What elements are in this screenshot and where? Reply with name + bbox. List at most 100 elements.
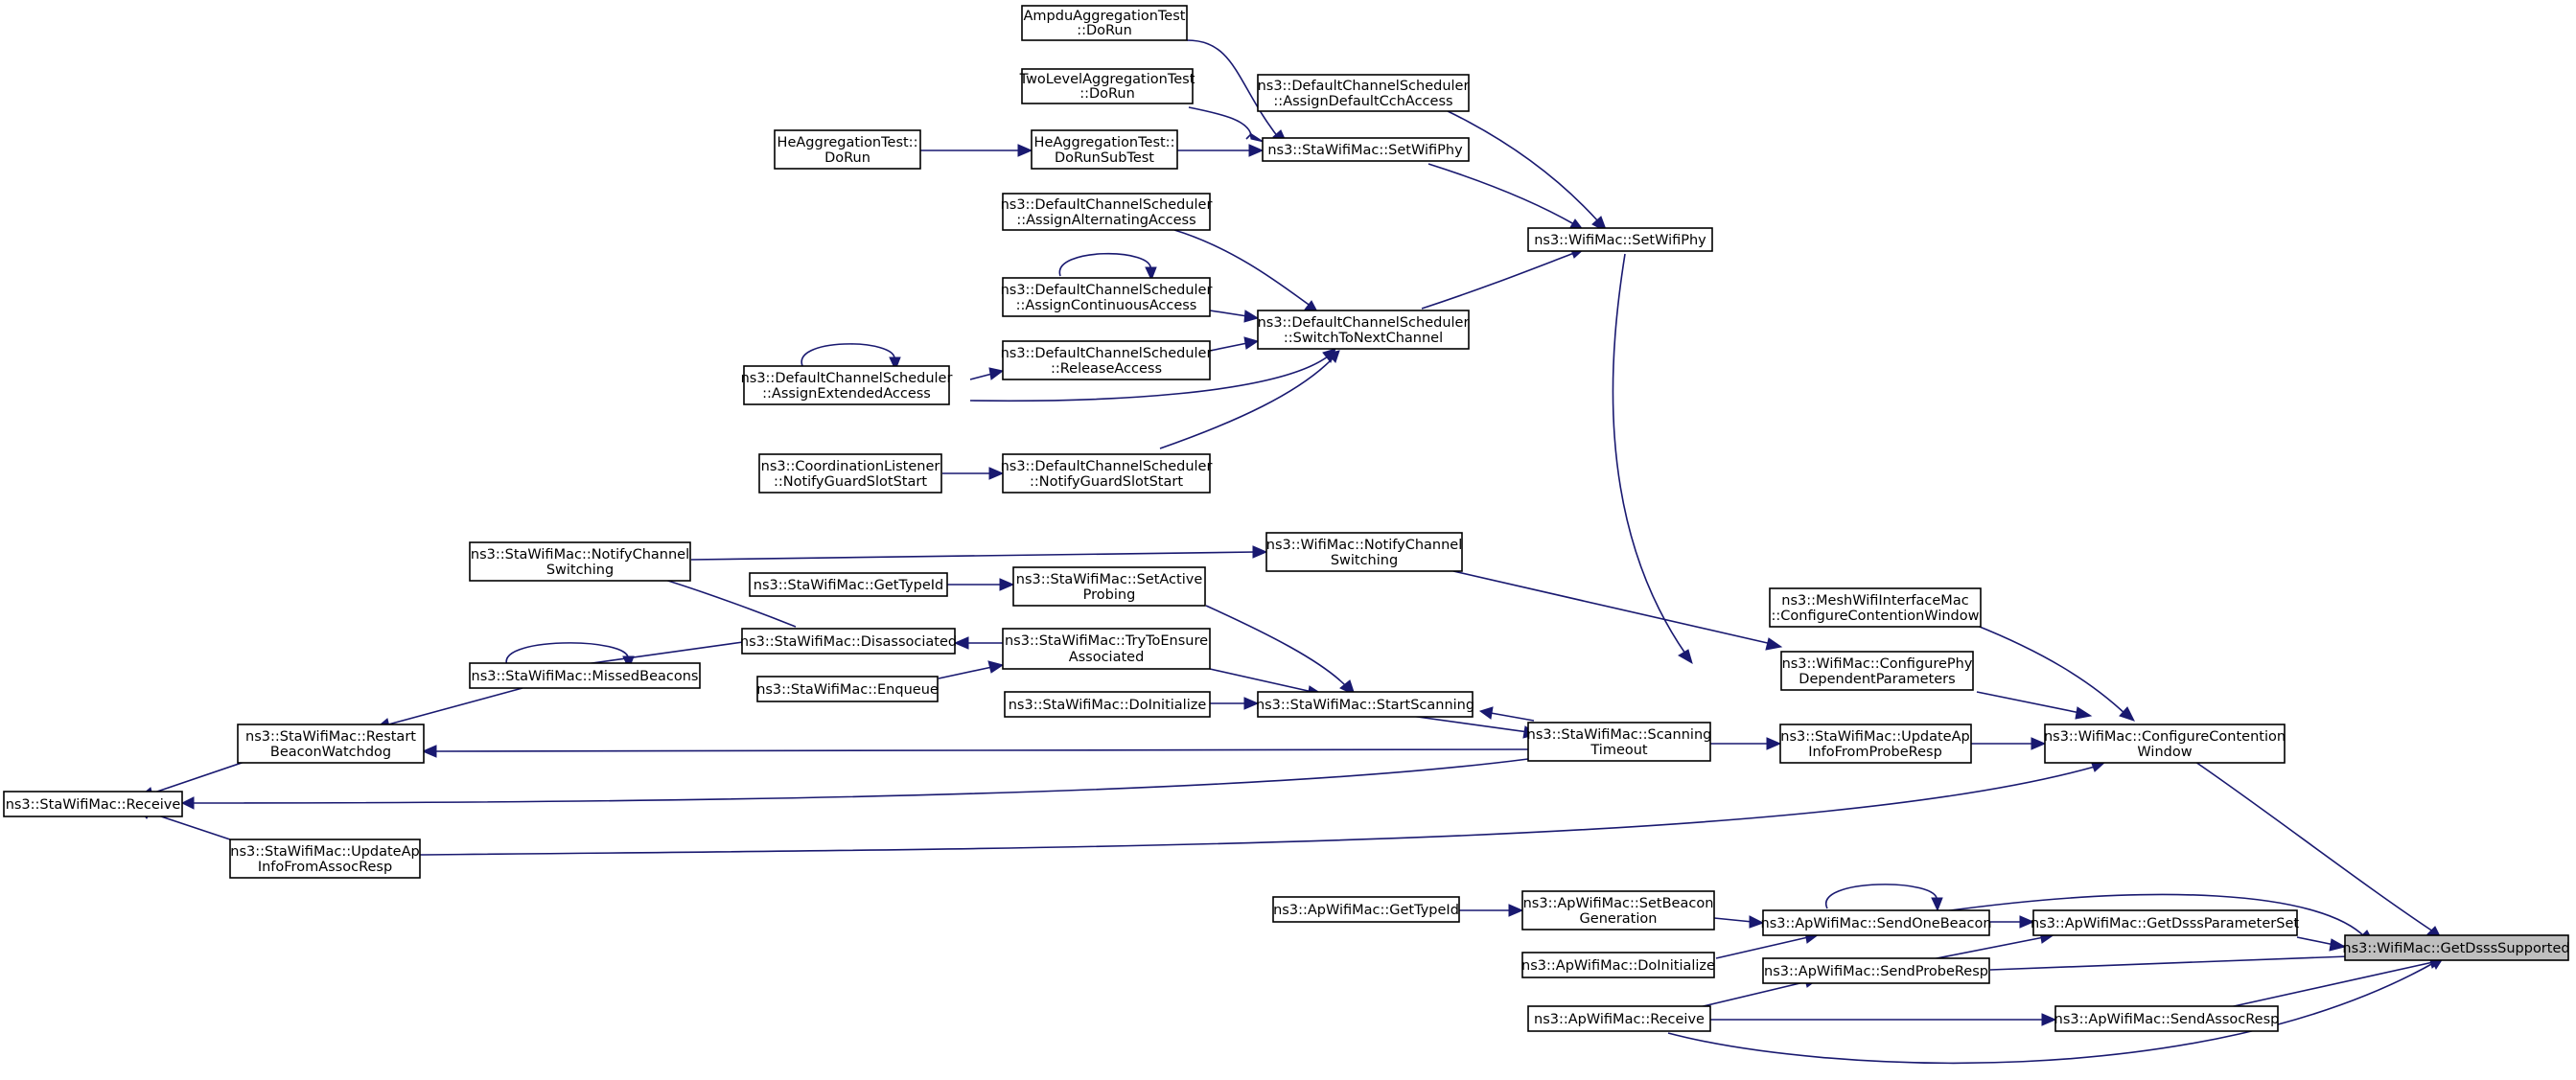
edge-updprobe-to-wificfgcw [1971,737,2047,750]
edge-wifisetphy-to-cfgphy [1612,253,1693,665]
node-label-line-1: ns3::WifiMac::NotifyChannel [1266,538,1462,553]
node-label-line-1: ns3::StaWifiMac::UpdateAp [230,844,419,860]
node-label-line-2: Associated [1069,650,1145,665]
node-ap-doinitialize[interactable]: ns3::ApWifiMac::DoInitialize [1521,952,1715,978]
node-label-line-2: Generation [1580,911,1658,927]
node-wifi-getdssssupported[interactable]: ns3::WifiMac::GetDsssSupported [2342,934,2570,961]
edge-sendbeacon-self [1824,884,1943,912]
node-ap-getdsssparameterset[interactable]: ns3::ApWifiMac::GetDsssParameterSet [2031,909,2299,936]
node-label-line-1: ns3::WifiMac::GetDsssSupported [2342,941,2569,956]
node-ampdu-aggregation-test-dorun[interactable]: AmpduAggregationTest ::DoRun [1021,5,1188,41]
node-label-line-2: DoRunSubTest [1055,150,1154,166]
node-label-line-2: ::NotifyGuardSlotStart [1030,474,1183,490]
node-coordinationlistener-notifyguardslotstart[interactable]: ns3::CoordinationListener ::NotifyGuardS… [758,453,942,494]
edge-coord-to-dcsguard [942,467,1005,480]
node-ap-gettypeid[interactable]: ns3::ApWifiMac::GetTypeId [1272,896,1460,923]
node-wifi-configurecontentionwindow[interactable]: ns3::WifiMac::ConfigureContention Window [2044,724,2286,764]
edge-scantimeout-to-stareceive [180,758,1529,810]
node-dcs-switchtonextchannel[interactable]: ns3::DefaultChannelScheduler ::SwitchToN… [1257,310,1470,350]
node-label-line-2: ::NotifyGuardSlotStart [774,474,927,490]
edge-apreceive-to-assoc [1710,1013,2057,1026]
node-label-line-1: ns3::StaWifiMac::DoInitialize [1009,698,1207,713]
node-label-line-1: ns3::StaWifiMac::SetActive [1016,572,1203,587]
node-sta-missedbeacons[interactable]: ns3::StaWifiMac::MissedBeacons [469,662,701,689]
node-sta-enqueue[interactable]: ns3::StaWifiMac::Enqueue [756,676,939,702]
node-dcs-releaseaccess[interactable]: ns3::DefaultChannelScheduler ::ReleaseAc… [1001,340,1213,380]
edge-meshcw-to-wificfgcw [1974,624,2135,722]
edge-dcsdefault-to-wifisetphy [1447,110,1608,234]
edge-hesub-to-stasetphy [1177,144,1265,157]
node-sta-setactiveprobing[interactable]: ns3::StaWifiMac::SetActive Probing [1012,566,1206,607]
node-label-line-1: ns3::DefaultChannelScheduler [1001,197,1213,213]
edge-stasetphy-to-wifisetphy [1427,163,1586,232]
node-he-aggregation-test-dorun[interactable]: HeAggregationTest:: DoRun [774,129,921,170]
node-label-line-1: ns3::ApWifiMac::SendOneBeacon [1760,916,1991,931]
node-dcs-notifyguardslotstart[interactable]: ns3::DefaultChannelScheduler ::NotifyGua… [1001,453,1213,494]
node-label-line-1: ns3::WifiMac::ConfigurePhy [1782,656,1973,672]
node-sta-trytoensureassociated[interactable]: ns3::StaWifiMac::TryToEnsure Associated [1002,628,1211,670]
node-label-line-2: ::AssignAlternatingAccess [1016,213,1195,228]
node-label-line-2: InfoFromProbeResp [1808,745,1942,760]
node-dcs-assigndefaultcchaccess[interactable]: ns3::DefaultChannelScheduler ::AssignDef… [1257,74,1470,112]
node-ap-sendproberesp[interactable]: ns3::ApWifiMac::SendProbeResp [1762,957,1990,984]
node-sta-receive[interactable]: ns3::StaWifiMac::Receive [3,791,183,817]
node-sta-setwifiphy[interactable]: ns3::StaWifiMac::SetWifiPhy [1262,137,1470,162]
node-wifi-notifychannelswitching[interactable]: ns3::WifiMac::NotifyChannel Switching [1265,532,1463,572]
node-ap-setbeacongeneration[interactable]: ns3::ApWifiMac::SetBeacon Generation [1521,890,1715,931]
node-dcs-assigncontinuousaccess[interactable]: ns3::DefaultChannelScheduler ::AssignCon… [1001,277,1213,317]
node-ap-receive[interactable]: ns3::ApWifiMac::Receive [1527,1005,1711,1032]
node-label-line-1: ns3::ApWifiMac::SendAssocResp [2054,1012,2280,1027]
node-label-line-2: Switching [1331,553,1398,568]
node-label-line-1: ns3::StaWifiMac::TryToEnsure [1005,633,1208,649]
edge-updassoc-to-wificfgcw [419,760,2106,856]
node-label-line-2: Timeout [1590,743,1648,758]
edge-enqueue-to-try [938,660,1005,679]
node-sta-doinitialize[interactable]: ns3::StaWifiMac::DoInitialize [1004,691,1211,718]
node-sta-scanningtimeout[interactable]: ns3::StaWifiMac::Scanning Timeout [1527,722,1712,762]
node-label-line-2: ::AssignExtendedAccess [762,386,931,402]
node-label-line-2: ::ConfigureContentionWindow [1772,609,1980,624]
edge-dcsguard-to-dcsswitch [1159,350,1340,449]
node-label-line-1: ns3::DefaultChannelScheduler [1001,346,1213,361]
node-sta-updateapinfofromproberesp[interactable]: ns3::StaWifiMac::UpdateAp InfoFromProbeR… [1779,724,1972,764]
node-label-line-1: ns3::DefaultChannelScheduler [1258,315,1470,331]
node-label-line-1: ns3::StaWifiMac::Receive [6,797,181,813]
edge-dcsrelease-to-dcsswitch [1209,336,1260,352]
edge-dcscont-self [1058,252,1157,282]
node-sta-notifychannelswitching[interactable]: ns3::StaWifiMac::NotifyChannel Switching [469,541,691,582]
node-label-line-1: ns3::ApWifiMac::SendProbeResp [1764,964,1988,979]
node-label-line-2: ::AssignDefaultCchAccess [1273,94,1452,109]
node-label-line-1: ns3::StaWifiMac::Scanning [1527,727,1712,743]
node-wifi-setwifiphy[interactable]: ns3::WifiMac::SetWifiPhy [1527,227,1713,252]
node-dcs-assignalternatingaccess[interactable]: ns3::DefaultChannelScheduler ::AssignAlt… [1001,193,1213,231]
node-sta-updateapinfofromassocresp[interactable]: ns3::StaWifiMac::UpdateAp InfoFromAssocR… [229,839,421,879]
node-label-line-2: InfoFromAssocResp [258,860,392,875]
node-label-line-1: ns3::StaWifiMac::UpdateAp [1780,729,1969,745]
node-sta-gettypeid[interactable]: ns3::StaWifiMac::GetTypeId [749,572,948,597]
node-he-aggregation-test-dorunsubtest[interactable]: HeAggregationTest:: DoRunSubTest [1031,129,1178,170]
node-sta-startscanning[interactable]: ns3::StaWifiMac::StartScanning [1256,691,1474,718]
edge-dcscont-to-dcsswitch [1209,310,1260,323]
edge-doinit-to-startscan [1209,697,1260,710]
node-twolevel-aggregation-test-dorun[interactable]: TwoLevelAggregationTest ::DoRun [1019,68,1195,104]
node-label-line-1: ns3::StaWifiMac::GetTypeId [754,578,943,593]
node-sta-restartbeaconwatchdog[interactable]: ns3::StaWifiMac::Restart BeaconWatchdog [237,724,425,764]
node-wifi-configurephydependentparameters[interactable]: ns3::WifiMac::ConfigurePhy DependentPara… [1780,651,1974,691]
node-label-line-2: ::DoRun [1077,23,1132,38]
node-label-line-1: ns3::WifiMac::ConfigureContention [2044,729,2286,745]
node-ap-sendassocresp[interactable]: ns3::ApWifiMac::SendAssocResp [2054,1005,2280,1032]
node-label-line-2: ::DoRun [1079,86,1135,102]
node-label-line-1: HeAggregationTest:: [1034,135,1175,150]
node-label-line-1: ns3::MeshWifiInterfaceMac [1781,593,1968,609]
node-label-line-1: ns3::ApWifiMac::GetTypeId [1273,903,1459,918]
edge-assoc-to-wifigetdsss [2224,955,2445,1009]
node-mesh-configurecontentionwindow[interactable]: ns3::MeshWifiInterfaceMac ::ConfigureCon… [1769,587,1982,628]
node-sta-disassociated[interactable]: ns3::StaWifiMac::Disassociated [740,628,957,655]
node-ap-sendonebeacon[interactable]: ns3::ApWifiMac::SendOneBeacon [1760,909,1992,936]
node-label-line-1: ns3::StaWifiMac::MissedBeacons [472,669,699,684]
node-label-line-2: ::ReleaseAccess [1051,361,1162,377]
node-label-line-2: ::AssignContinuousAccess [1016,298,1197,313]
edge-dcsext-self [801,343,901,372]
node-label-line-2: Probing [1083,587,1136,603]
node-dcs-assignextendedaccess[interactable]: ns3::DefaultChannelScheduler ::AssignExt… [741,365,953,405]
